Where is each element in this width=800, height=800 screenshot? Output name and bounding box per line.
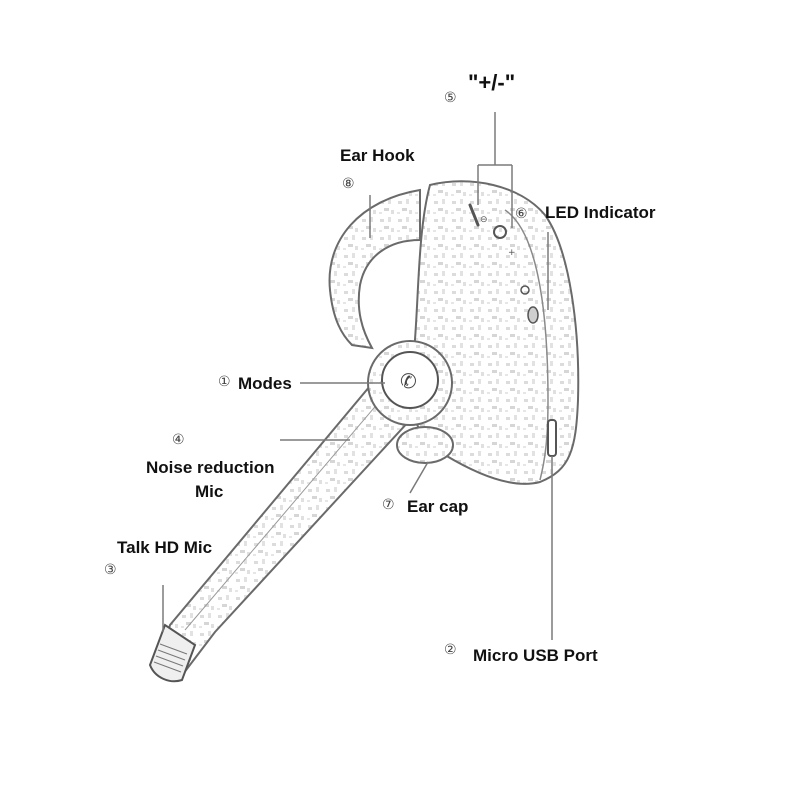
talk-mic-number: ③: [104, 562, 117, 578]
led-button-1: [520, 285, 530, 295]
ear-cap-number: ⑦: [382, 497, 395, 513]
usb-number: ②: [444, 642, 457, 658]
boom-arm: [156, 378, 412, 680]
volume-button-plus: [493, 225, 507, 239]
led-label: LED Indicator: [545, 203, 656, 222]
talk-mic-label: Talk HD Mic: [117, 538, 213, 557]
ear-hook: [328, 188, 421, 350]
volume-number: ⑤: [444, 90, 457, 106]
modes-label: Modes: [238, 374, 292, 393]
noise-mic-number: ④: [172, 432, 185, 448]
phone-icon: ✆: [400, 369, 417, 393]
volume-button-minus: [468, 203, 480, 227]
ear-cap: [396, 426, 454, 464]
leader-lines: [162, 112, 553, 640]
led-indicator: [527, 306, 539, 324]
noise-mic-label-line2: Mic: [195, 482, 224, 501]
svg-text:⊖: ⊖: [480, 215, 488, 225]
noise-mic-label-line1: Noise reduction: [146, 458, 275, 477]
led-number: ⑥: [515, 206, 528, 222]
usb-label: Micro USB Port: [473, 646, 598, 665]
modes-number: ①: [218, 374, 231, 390]
body-edge: [504, 209, 549, 481]
usb-port: [547, 419, 557, 457]
mic-tip: [148, 623, 197, 683]
ear-hook-number: ⑧: [342, 176, 355, 192]
ear-cap-label: Ear cap: [407, 497, 469, 516]
modes-button: [381, 351, 439, 409]
svg-text:+: +: [508, 248, 516, 258]
ear-hook-label: Ear Hook: [340, 146, 415, 165]
volume-label: "+/-": [468, 70, 516, 95]
